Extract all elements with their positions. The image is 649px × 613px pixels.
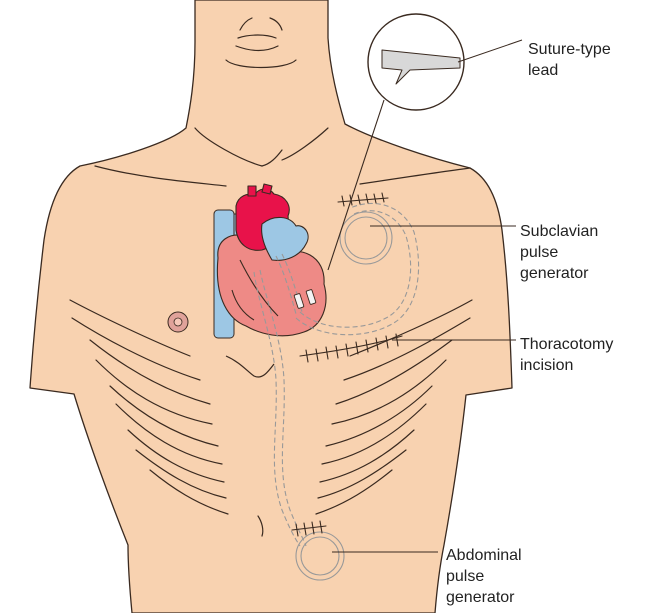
abdominal-label-line-1: Abdominal xyxy=(446,545,522,566)
thoracotomy-label-line-1: Thoracotomy xyxy=(520,334,613,355)
suture-type-lead-label-line-2: lead xyxy=(528,60,611,81)
subclavian-label-line-1: Subclavian xyxy=(520,221,598,242)
thoracotomy-incision-label: Thoracotomy incision xyxy=(520,334,613,376)
nipple xyxy=(168,312,188,332)
thoracotomy-label-line-2: incision xyxy=(520,355,613,376)
abdominal-pulse-generator-label: Abdominal pulse generator xyxy=(446,545,522,608)
suture-type-lead-label: Suture-type lead xyxy=(528,39,611,81)
subclavian-pulse-generator-label: Subclavian pulse generator xyxy=(520,221,598,284)
abdominal-label-line-3: generator xyxy=(446,587,522,608)
subclavian-label-line-3: generator xyxy=(520,263,598,284)
abdominal-label-line-2: pulse xyxy=(446,566,522,587)
subclavian-label-line-2: pulse xyxy=(520,242,598,263)
suture-type-lead-label-line-1: Suture-type xyxy=(528,39,611,60)
